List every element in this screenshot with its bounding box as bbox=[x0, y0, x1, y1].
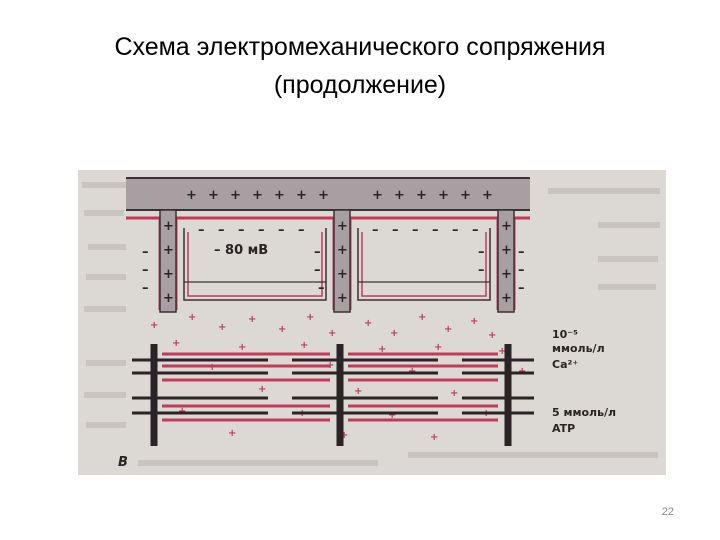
svg-text:+: + bbox=[252, 188, 263, 203]
svg-text:–: – bbox=[432, 223, 439, 238]
concentration-labels: 10⁻⁵ ммоль/л Ca²⁺ 5 ммоль/л ATP bbox=[552, 328, 616, 435]
svg-text:+: + bbox=[328, 328, 336, 339]
svg-text:–: – bbox=[314, 245, 321, 260]
svg-text:+: + bbox=[337, 291, 348, 306]
svg-text:+: + bbox=[354, 386, 362, 397]
svg-text:+: + bbox=[258, 384, 266, 395]
svg-text:–: – bbox=[142, 263, 149, 278]
svg-text:–: – bbox=[518, 281, 525, 296]
svg-text:+: + bbox=[460, 188, 471, 203]
atp-concentration: 5 ммоль/л bbox=[552, 406, 616, 419]
svg-text:–: – bbox=[142, 245, 149, 260]
svg-text:+: + bbox=[501, 267, 512, 282]
svg-text:+: + bbox=[501, 243, 512, 258]
svg-text:–: – bbox=[258, 223, 265, 238]
svg-text:–: – bbox=[238, 223, 245, 238]
svg-text:–: – bbox=[142, 281, 149, 296]
svg-text:–: – bbox=[518, 263, 525, 278]
svg-text:+: + bbox=[488, 330, 496, 341]
svg-text:–: – bbox=[478, 245, 485, 260]
svg-text:+: + bbox=[296, 188, 307, 203]
svg-text:+: + bbox=[318, 188, 329, 203]
ca-concentration-value: 10⁻⁵ bbox=[552, 328, 578, 341]
svg-text:+: + bbox=[274, 188, 285, 203]
svg-text:+: + bbox=[337, 243, 348, 258]
svg-text:–: – bbox=[392, 223, 399, 238]
svg-text:–: – bbox=[412, 223, 419, 238]
svg-text:+: + bbox=[501, 291, 512, 306]
svg-text:+: + bbox=[228, 428, 236, 439]
svg-text:+: + bbox=[208, 188, 219, 203]
svg-text:+: + bbox=[278, 324, 286, 335]
svg-text:+: + bbox=[434, 342, 442, 353]
svg-text:–: – bbox=[518, 245, 525, 260]
svg-text:+: + bbox=[430, 432, 438, 443]
svg-text:+: + bbox=[163, 243, 174, 258]
svg-text:+: + bbox=[300, 340, 308, 351]
svg-text:+: + bbox=[390, 328, 398, 339]
svg-text:–: – bbox=[314, 263, 321, 278]
svg-text:+: + bbox=[394, 188, 405, 203]
svg-text:+: + bbox=[163, 291, 174, 306]
ca-concentration-unit: ммоль/л bbox=[552, 342, 605, 355]
svg-text:–: – bbox=[472, 223, 479, 238]
panel-letter: B bbox=[118, 455, 128, 470]
svg-text:+: + bbox=[172, 338, 180, 349]
svg-text:+: + bbox=[450, 388, 458, 399]
svg-text:–: – bbox=[478, 263, 485, 278]
excitation-contraction-diagram: +++ +++ +++ +++ + ++++ ++++ ++++ ––– –––… bbox=[78, 170, 666, 475]
svg-text:+: + bbox=[372, 188, 383, 203]
svg-text:+: + bbox=[364, 318, 372, 329]
slide-number: 22 bbox=[662, 506, 674, 518]
svg-text:+: + bbox=[470, 316, 478, 327]
svg-text:+: + bbox=[150, 320, 158, 331]
svg-text:+: + bbox=[230, 188, 241, 203]
svg-text:+: + bbox=[337, 267, 348, 282]
svg-text:–: – bbox=[298, 223, 305, 238]
svg-text:+: + bbox=[306, 312, 314, 323]
slide-title: Схема электромеханического сопряжения (п… bbox=[0, 28, 720, 104]
svg-text:+: + bbox=[416, 188, 427, 203]
svg-text:–: – bbox=[198, 223, 205, 238]
svg-text:+: + bbox=[418, 312, 426, 323]
svg-text:+: + bbox=[337, 219, 348, 234]
svg-text:–: – bbox=[318, 281, 325, 296]
svg-text:+: + bbox=[238, 342, 246, 353]
svg-text:+: + bbox=[218, 322, 226, 333]
svg-text:+: + bbox=[163, 219, 174, 234]
ca-label: Ca²⁺ bbox=[552, 358, 578, 371]
svg-text:–: – bbox=[278, 223, 285, 238]
svg-text:+: + bbox=[188, 312, 196, 323]
membrane-potential-label: – 80 мВ bbox=[214, 243, 268, 258]
svg-text:+: + bbox=[186, 188, 197, 203]
title-line-1: Схема электромеханического сопряжения bbox=[0, 28, 720, 66]
svg-text:–: – bbox=[452, 223, 459, 238]
svg-text:+: + bbox=[482, 188, 493, 203]
svg-text:–: – bbox=[218, 223, 225, 238]
svg-text:+: + bbox=[501, 219, 512, 234]
atp-label: ATP bbox=[552, 422, 575, 435]
svg-text:+: + bbox=[248, 314, 256, 325]
title-line-2: (продолжение) bbox=[0, 66, 720, 104]
svg-text:+: + bbox=[444, 324, 452, 335]
svg-text:+: + bbox=[438, 188, 449, 203]
svg-text:+: + bbox=[163, 267, 174, 282]
svg-text:–: – bbox=[372, 223, 379, 238]
